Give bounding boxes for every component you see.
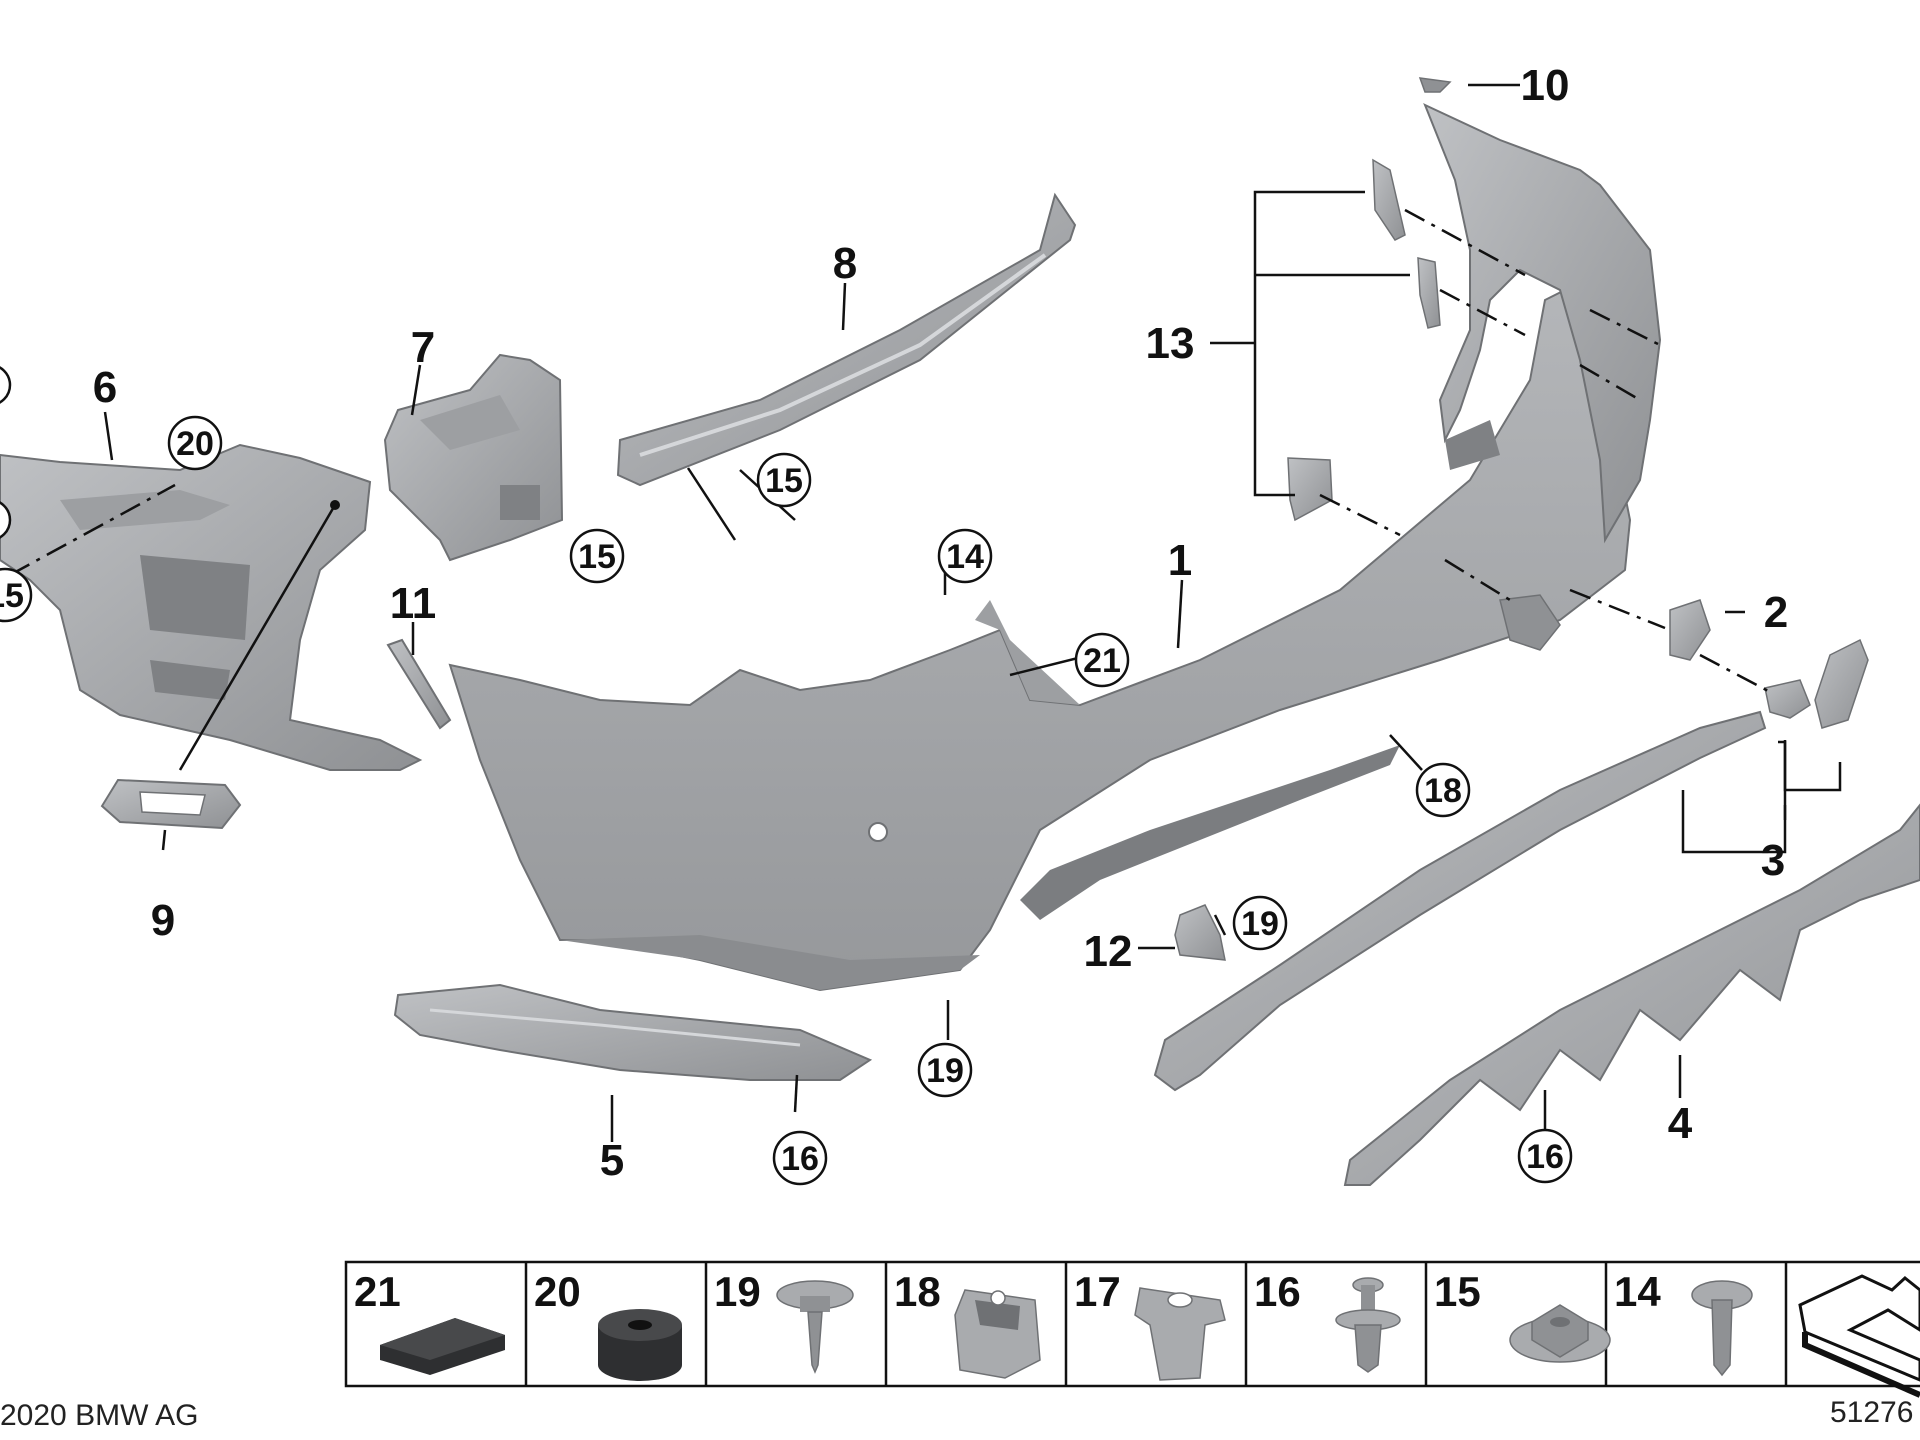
direction-arrow-icon xyxy=(1798,1274,1920,1398)
svg-text:14: 14 xyxy=(946,538,984,576)
dash-dot-lines xyxy=(9,208,1771,694)
diagram-number: 51276 xyxy=(1830,1396,1913,1429)
svg-text:19: 19 xyxy=(1241,905,1279,943)
legend-14: 14 xyxy=(1614,1268,1661,1315)
bracket-part-9 xyxy=(100,778,242,830)
legend-21: 21 xyxy=(354,1268,401,1315)
clip-nut-icon xyxy=(954,1289,1041,1379)
svg-text:16: 16 xyxy=(781,1140,819,1178)
trim-strip-part-3 xyxy=(1153,638,1869,1092)
callout-10: 10 xyxy=(1521,61,1570,110)
legend-19: 19 xyxy=(714,1268,761,1315)
callout-9: 9 xyxy=(151,896,175,945)
circled-callout-15-absorber: 15 xyxy=(756,452,812,508)
foam-pad-icon xyxy=(380,1318,505,1375)
screw-icon-14 xyxy=(1691,1280,1753,1377)
rubber-bushing-icon xyxy=(598,1309,682,1381)
svg-text:18: 18 xyxy=(1424,772,1462,810)
circled-callout-15-carrier: 15 xyxy=(0,567,33,623)
svg-text:20: 20 xyxy=(176,425,214,463)
callout-5: 5 xyxy=(600,1136,624,1185)
circled-callout-18: 18 xyxy=(1415,762,1471,818)
callout-6: 6 xyxy=(93,363,117,412)
callout-4: 4 xyxy=(1668,1099,1693,1148)
copyright-text: 2020 BMW AG xyxy=(0,1399,198,1432)
small-parts-legend: 21 20 19 18 17 16 15 14 xyxy=(344,1260,1920,1398)
callout-11: 11 xyxy=(390,579,437,628)
callout-13: 13 xyxy=(1146,319,1195,368)
expanding-rivet-icon xyxy=(1335,1277,1401,1373)
screw-icon-19 xyxy=(776,1280,854,1374)
absorber-part-8 xyxy=(616,192,1077,487)
bracket-part-12 xyxy=(1174,904,1226,961)
legend-15: 15 xyxy=(1434,1268,1481,1315)
legend-20: 20 xyxy=(534,1268,581,1315)
svg-text:19: 19 xyxy=(926,1052,964,1090)
leader-dots xyxy=(330,500,340,510)
clip-icon-17 xyxy=(1134,1287,1226,1381)
callout-1: 1 xyxy=(1168,536,1192,585)
circled-callout-21: 21 xyxy=(1074,632,1130,688)
bracket-part-2 xyxy=(1669,599,1711,661)
callout-3: 3 xyxy=(1761,836,1785,885)
svg-text:15: 15 xyxy=(578,538,616,576)
callout-2: 2 xyxy=(1764,588,1788,637)
strip-part-11 xyxy=(386,638,452,730)
svg-text:16: 16 xyxy=(1526,1138,1564,1176)
svg-text:15: 15 xyxy=(765,462,803,500)
guide-brackets-part-13 xyxy=(1287,158,1441,522)
flange-nut-icon xyxy=(1509,1304,1611,1363)
carrier-bracket-part-6 xyxy=(0,443,423,771)
svg-text:15: 15 xyxy=(0,577,24,615)
diffuser-part-4 xyxy=(1343,803,1920,1186)
circled-callouts: 14 15 15 15 16 16 18 19 xyxy=(0,366,1573,1186)
circled-callout-20: 20 xyxy=(167,415,223,471)
circled-callout-19-bumper: 19 xyxy=(917,1042,973,1098)
bumper-upper-section xyxy=(1423,103,1662,544)
circled-callout-16-trim: 16 xyxy=(772,1130,828,1186)
callout-7: 7 xyxy=(411,323,435,372)
trim-strip-part-18 xyxy=(1499,594,1561,651)
clip-part-10 xyxy=(1418,77,1452,93)
circled-callout-15-bracket: 15 xyxy=(569,528,625,584)
callout-numbers: 1 2 3 4 5 6 7 8 9 10 11 12 13 xyxy=(93,61,1788,1185)
callout-8: 8 xyxy=(833,239,857,288)
circled-callout-16-diffuser: 16 xyxy=(1517,1128,1573,1184)
legend-16: 16 xyxy=(1254,1268,1301,1315)
legend-17: 17 xyxy=(1074,1268,1121,1315)
circled-callout-14: 14 xyxy=(937,528,993,584)
trim-part-5 xyxy=(393,983,873,1081)
callout-12: 12 xyxy=(1084,927,1133,976)
bracket-part-7 xyxy=(383,353,564,562)
legend-18: 18 xyxy=(894,1268,941,1315)
circled-callout-19-bracket: 19 xyxy=(1232,895,1288,951)
svg-text:21: 21 xyxy=(1083,642,1121,680)
